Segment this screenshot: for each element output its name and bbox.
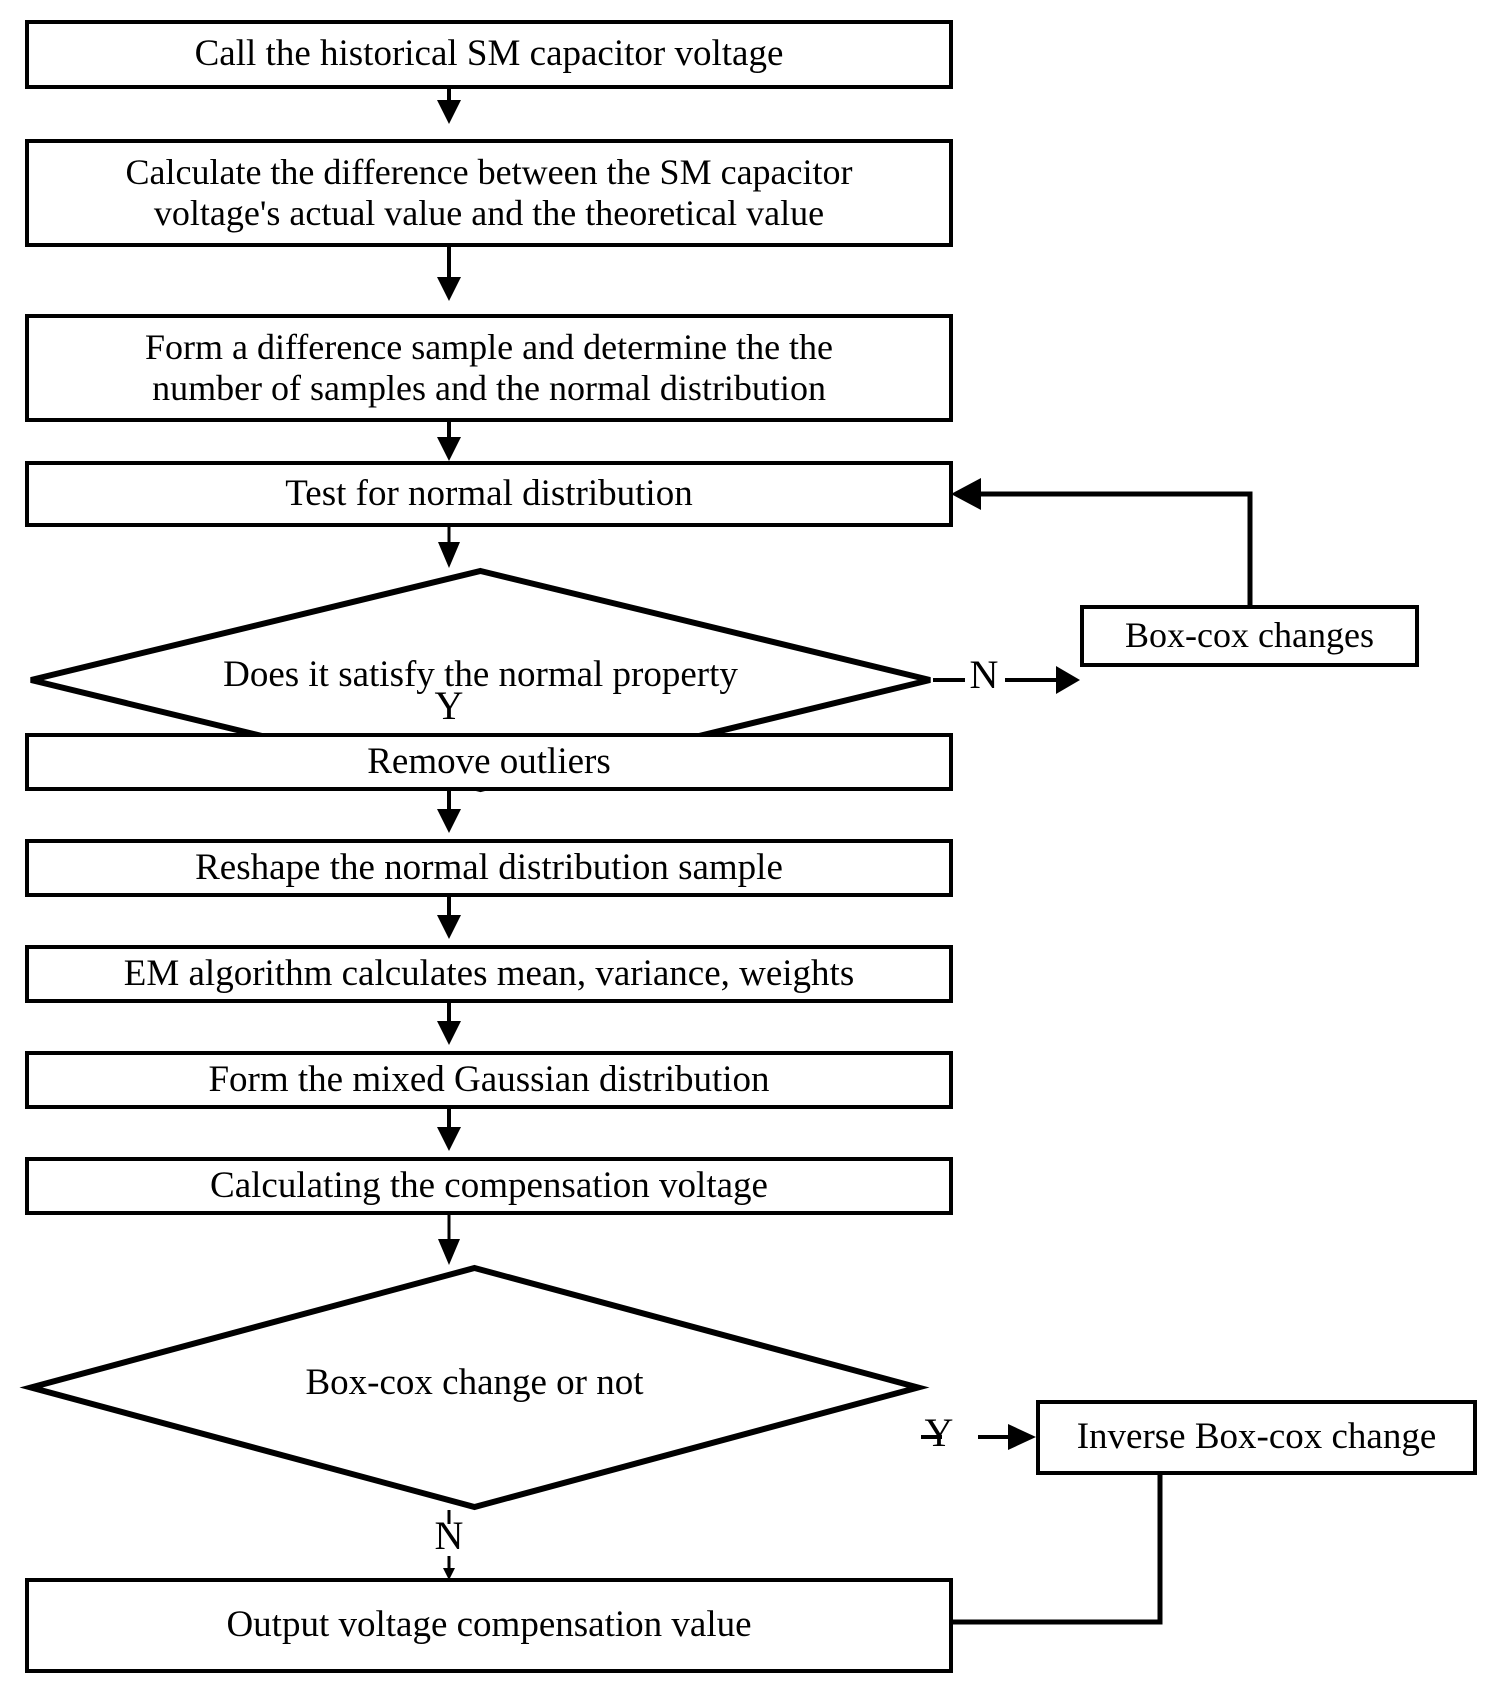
edge-form-sample-to-test-normal <box>437 422 461 461</box>
branch-label-normal-no: N <box>969 652 999 697</box>
node-em-algorithm[interactable]: EM algorithm calculates mean, variance, … <box>25 945 953 1003</box>
edge-calc-difference-to-form-sample <box>437 247 461 301</box>
node-form-sample-label: Form a difference sample and determine t… <box>144 326 834 408</box>
node-calc-difference[interactable]: Calculate the difference between the SM … <box>25 139 953 247</box>
node-inverse-box-cox-label: Inverse Box-cox change <box>1076 1416 1437 1458</box>
node-call-history-label: Call the historical SM capacitor voltage <box>194 33 784 75</box>
branch-label-boxcox-no: N <box>434 1513 464 1558</box>
branch-label-boxcox-yes: Y <box>924 1410 954 1455</box>
node-reshape-sample[interactable]: Reshape the normal distribution sample <box>25 839 953 897</box>
branch-label-normal-yes: Y <box>434 683 464 728</box>
edge-remove-outliers-to-reshape <box>437 791 461 833</box>
edge-call-history-to-calc-difference <box>437 89 461 124</box>
node-test-normal[interactable]: Test for normal distribution <box>25 461 953 527</box>
edge-decision-boxcox-no-to-output <box>443 1510 455 1580</box>
node-inverse-box-cox[interactable]: Inverse Box-cox change <box>1036 1400 1477 1475</box>
edge-box-cox-feedback-to-test-normal <box>951 478 1253 605</box>
node-compensation-voltage-label: Calculating the compensation voltage <box>210 1164 768 1206</box>
node-decision-boxcox[interactable]: Box-cox change or not <box>19 1264 930 1511</box>
edge-test-normal-to-decision <box>438 527 460 568</box>
node-test-normal-label: Test for normal distribution <box>285 472 693 514</box>
node-mixed-gaussian[interactable]: Form the mixed Gaussian distribution <box>25 1051 953 1109</box>
node-reshape-sample-label: Reshape the normal distribution sample <box>195 846 783 888</box>
edge-em-to-mixed-gaussian <box>437 1003 461 1045</box>
edge-compensation-to-decision-boxcox <box>438 1215 460 1265</box>
node-mixed-gaussian-label: Form the mixed Gaussian distribution <box>208 1058 770 1100</box>
decision-boxcox-shape <box>19 1264 930 1511</box>
node-compensation-voltage[interactable]: Calculating the compensation voltage <box>25 1157 953 1215</box>
node-remove-outliers-label: Remove outliers <box>367 740 611 782</box>
edge-decision-boxcox-yes-to-inverse <box>921 1424 1036 1450</box>
node-box-cox-changes[interactable]: Box-cox changes <box>1080 605 1419 667</box>
edge-decision-no-to-box-cox <box>933 666 1080 694</box>
node-remove-outliers[interactable]: Remove outliers <box>25 733 953 791</box>
node-em-algorithm-label: EM algorithm calculates mean, variance, … <box>123 952 855 994</box>
node-call-history[interactable]: Call the historical SM capacitor voltage <box>25 20 953 89</box>
edge-reshape-to-em <box>437 897 461 939</box>
node-box-cox-changes-label: Box-cox changes <box>1125 615 1374 656</box>
edge-mixed-gaussian-to-compensation <box>437 1109 461 1151</box>
node-output-value[interactable]: Output voltage compensation value <box>25 1578 953 1673</box>
node-output-value-label: Output voltage compensation value <box>226 1604 752 1646</box>
node-calc-difference-label: Calculate the difference between the SM … <box>125 151 853 233</box>
node-form-sample[interactable]: Form a difference sample and determine t… <box>25 314 953 422</box>
